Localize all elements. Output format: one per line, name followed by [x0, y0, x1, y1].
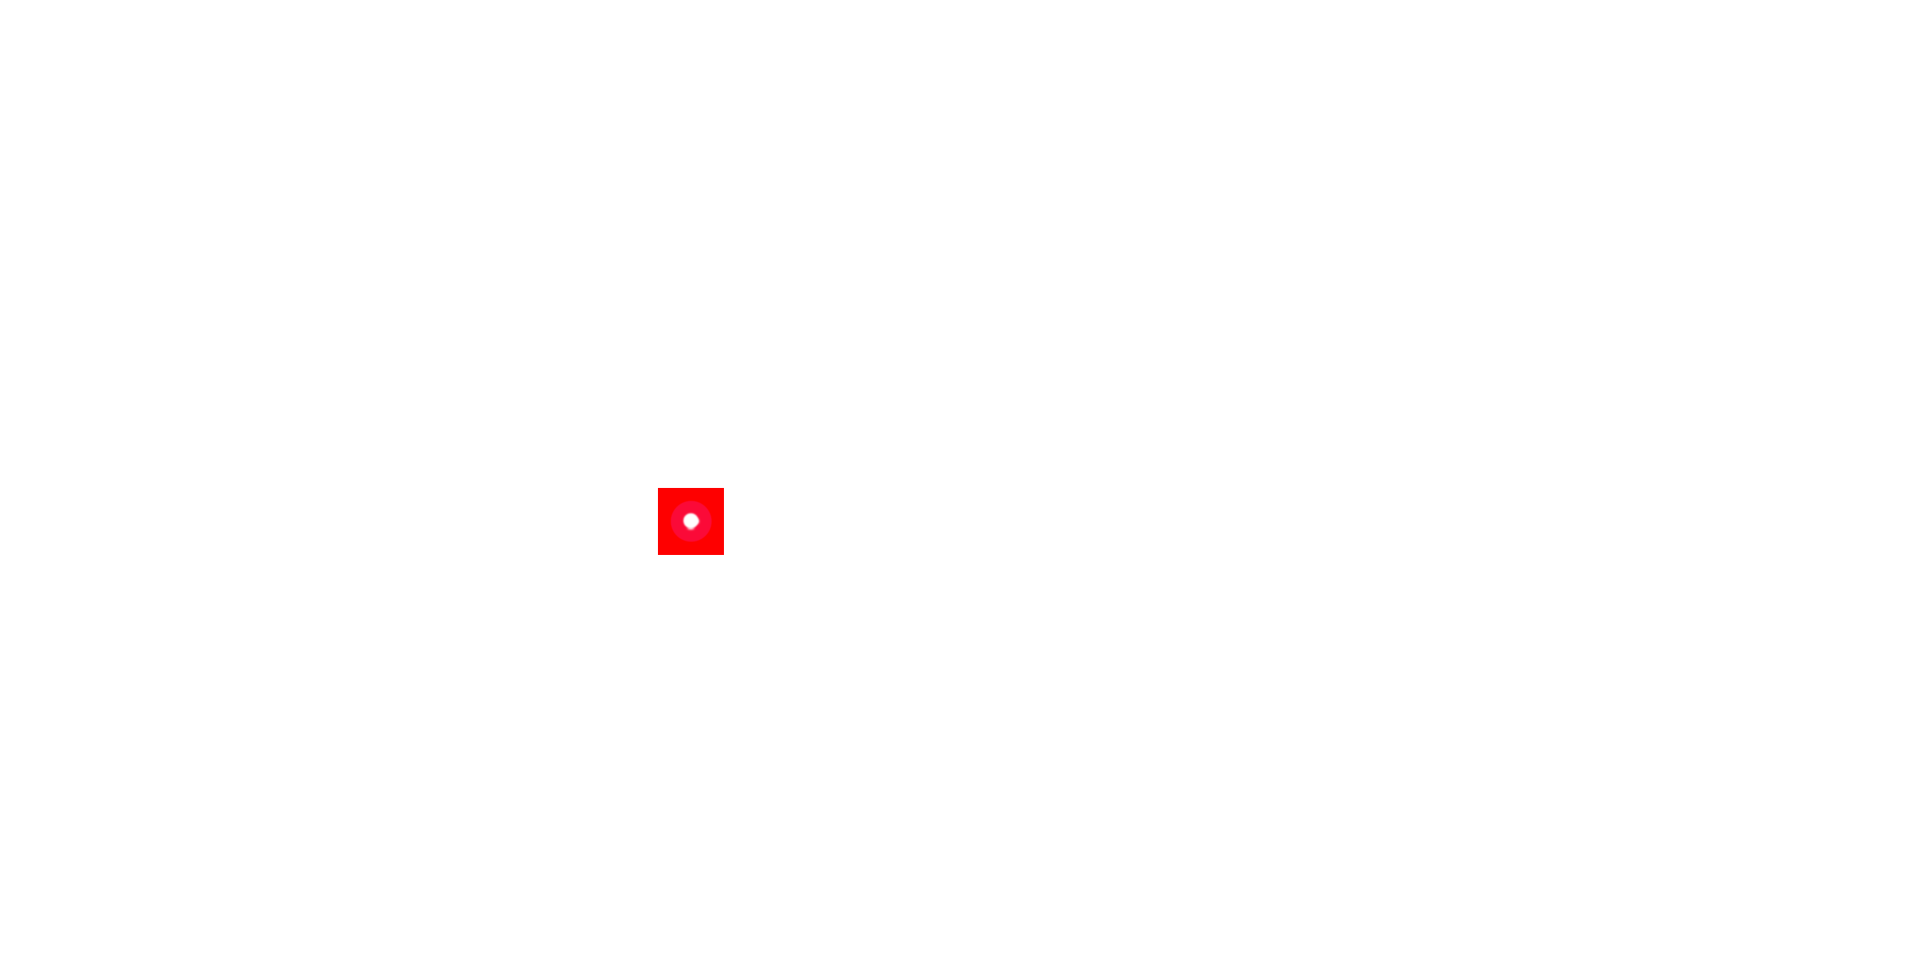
click-center-dot	[683, 513, 699, 529]
click-indicator	[657, 487, 724, 555]
